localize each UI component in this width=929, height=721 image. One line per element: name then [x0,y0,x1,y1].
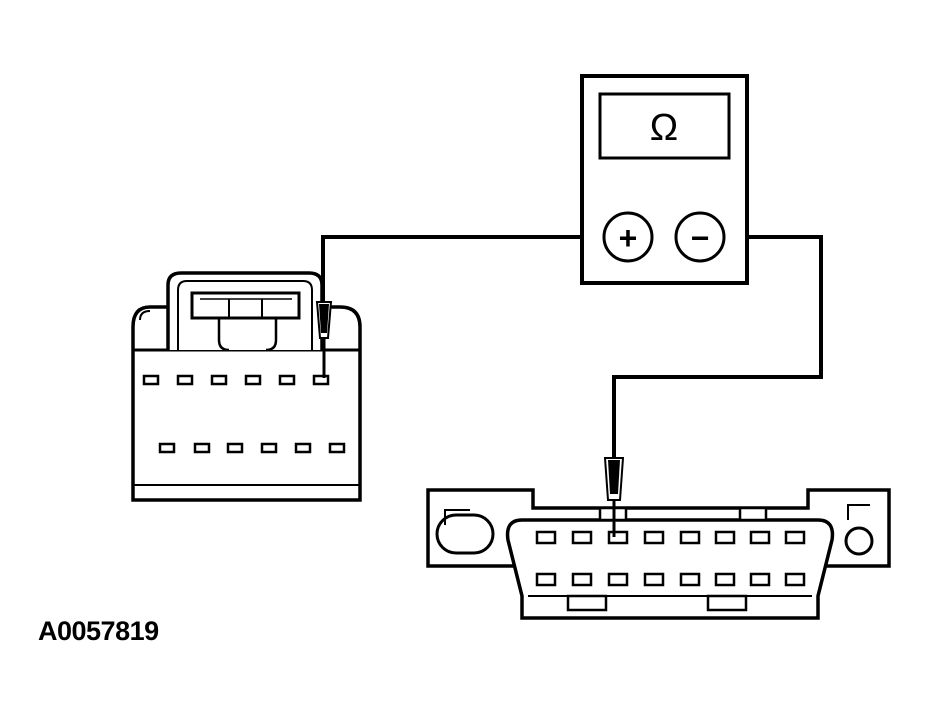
module-connector [131,271,362,502]
negative-terminal-label: − [691,220,710,256]
meter-display [598,92,731,160]
negative-probe [603,457,625,537]
positive-probe [315,301,333,378]
multimeter: Ω + − [580,74,749,285]
positive-terminal [602,211,654,263]
dlc-pin-row-bottom [535,572,806,587]
module-pin-row-top [142,374,330,386]
dlc-pin-row-top [535,530,806,545]
dlc-connector [426,488,891,620]
positive-lead-wire [321,235,605,302]
negative-lead-wire [612,235,823,458]
module-pin-row-bottom [158,442,346,454]
positive-terminal-label: + [619,220,638,256]
negative-terminal [674,211,726,263]
figure-id-label: A0057819 [38,616,159,646]
ohm-symbol: Ω [650,107,678,149]
